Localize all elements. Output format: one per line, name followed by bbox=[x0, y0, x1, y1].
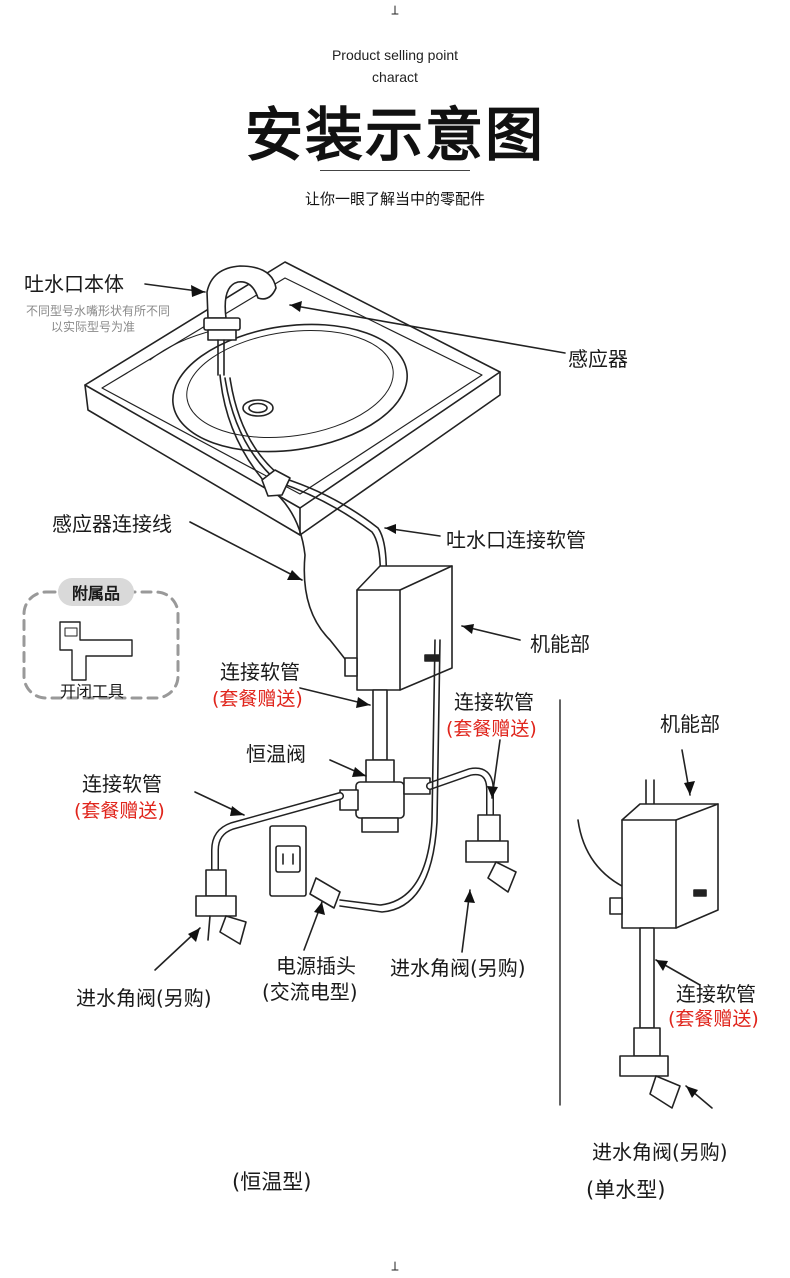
label-hose-2: 连接软管 bbox=[454, 690, 534, 714]
label-hose-3-note: (套餐赠送) bbox=[74, 800, 165, 822]
subtitle-line-1: Product selling point bbox=[331, 47, 459, 63]
label-angle-valve-mid: 进水角阀(另购) bbox=[390, 956, 526, 980]
label-power-plug-2: (交流电型) bbox=[262, 980, 358, 1004]
label-hose-1: 连接软管 bbox=[220, 660, 300, 684]
label-sensor-cable: 感应器连接线 bbox=[52, 512, 172, 536]
opening-tool-shape bbox=[59, 621, 133, 681]
label-hose-2-note: (套餐赠送) bbox=[446, 718, 537, 740]
spout-note-line-1: 不同型号水嘴形状有所不同 bbox=[25, 304, 170, 318]
label-sensor: 感应器 bbox=[568, 347, 628, 371]
accessory-item-label: 开闭工具 bbox=[60, 682, 125, 701]
label-single-hose-note: (套餐赠送) bbox=[668, 1008, 759, 1030]
right-angle-valve-shape bbox=[465, 814, 517, 893]
subtitle-line-2: charact bbox=[372, 69, 418, 85]
single-type-unit bbox=[577, 779, 719, 1109]
label-single-angle-valve: 进水角阀(另购) bbox=[592, 1140, 728, 1164]
spout-note-line-2: 以实际型号为准 bbox=[50, 320, 135, 334]
label-hose-1-note: (套餐赠送) bbox=[212, 688, 303, 710]
faucet-spout bbox=[203, 265, 277, 376]
accessory-title: 附属品 bbox=[58, 578, 135, 606]
control-box-unit bbox=[344, 565, 453, 691]
title-divider bbox=[320, 170, 470, 171]
label-spout-body: 吐水口本体 bbox=[24, 272, 124, 296]
label-single-control-box: 机能部 bbox=[660, 712, 720, 736]
pointer-arrows bbox=[144, 283, 566, 971]
label-power-plug-1: 电源插头 bbox=[276, 954, 356, 978]
label-control-box: 机能部 bbox=[530, 632, 590, 656]
label-hose-3: 连接软管 bbox=[82, 772, 162, 796]
label-angle-valve-left: 进水角阀(另购) bbox=[76, 986, 212, 1010]
label-thermo-valve: 恒温阀 bbox=[246, 742, 306, 766]
label-single-hose: 连接软管 bbox=[676, 982, 756, 1006]
caption-thermostatic-type: (恒温型) bbox=[232, 1170, 312, 1194]
left-angle-valve-shape bbox=[195, 869, 247, 945]
label-spout-hose: 吐水口连接软管 bbox=[446, 528, 586, 552]
tagline: 让你一眼了解当中的零配件 bbox=[304, 190, 485, 208]
page-title: 安装示意图 bbox=[244, 101, 545, 169]
caption-single-water-type: (单水型) bbox=[586, 1178, 666, 1202]
sensor-cable-line bbox=[219, 374, 353, 669]
wall-socket-shape bbox=[269, 825, 307, 897]
